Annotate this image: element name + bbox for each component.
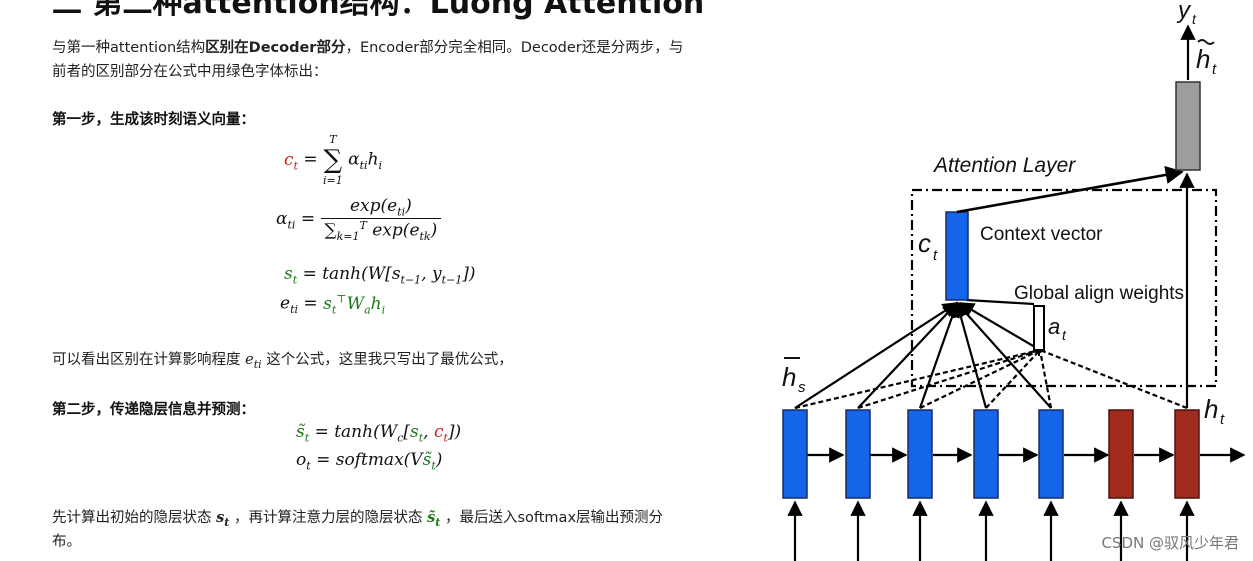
svg-text:c: c (918, 228, 931, 258)
label-ct: c t (918, 228, 938, 264)
attention-layer-label: Attention Layer (932, 154, 1076, 177)
note-text-1: 可以看出区别在计算影响程度 (52, 352, 241, 368)
equation-output: ot = softmax(Vs̃t) (296, 450, 443, 473)
encoder-states (782, 409, 1064, 499)
align-dashed-lines (794, 348, 1188, 410)
svg-text:h: h (782, 362, 796, 392)
note-paragraph: 可以看出区别在计算影响程度 eti 这个公式，这里我只写出了最优公式， (52, 348, 513, 377)
label-ht: h t (1204, 394, 1225, 428)
encoder-state-2 (845, 409, 871, 499)
step2-title: 第二步，传递隐层信息并预测： (52, 402, 255, 418)
equation-attn-hidden: s̃t = tanh(Wc[st, ct]) (296, 422, 462, 445)
final-text-3: ，最后送入softmax层输出预测分 (444, 510, 664, 526)
svg-text:t: t (1062, 327, 1067, 343)
intro-bold: 区别在Decoder部分 (205, 40, 346, 56)
equation-score: eti = st⊤Wahi (280, 292, 386, 317)
equation-context-vector: ct = T ∑ i=1 αtihi (284, 133, 383, 187)
final-paragraph: 先计算出初始的隐层状态 st ，再计算注意力层的隐层状态 s̃t ，最后送入so… (52, 506, 663, 535)
context-vector-bar (945, 211, 969, 301)
svg-text:a: a (1048, 314, 1060, 339)
svg-text:t: t (1220, 411, 1225, 428)
attentional-hidden-bar (1175, 81, 1201, 171)
svg-text:s: s (798, 379, 806, 396)
decoder-states (1108, 409, 1200, 499)
step1-title: 第一步，生成该时刻语义向量： (52, 112, 255, 128)
context-lines (794, 301, 1052, 409)
label-at: a t (1048, 314, 1067, 343)
svg-text:y: y (1176, 0, 1192, 24)
equation-state: st = tanh(W[st−1, yt−1]) (284, 264, 476, 287)
svg-text:t: t (1192, 11, 1197, 27)
svg-text:t: t (1212, 61, 1217, 78)
label-yt: y t (1176, 0, 1197, 27)
note-symbol: eti (245, 352, 262, 371)
final-line-2: 布。 (52, 534, 81, 550)
equation-alpha: αti = exp(eti) ∑k=1T exp(etk) (276, 196, 442, 243)
input-arrows (787, 500, 1195, 561)
intro-line-2: 前者的区别部分在公式中用绿色字体标出： (52, 64, 328, 80)
note-text-2: 这个公式，这里我只写出了最优公式， (266, 352, 513, 368)
global-align-label: Global align weights (1014, 283, 1184, 304)
align-to-context-line (965, 298, 1035, 306)
svg-text:t: t (933, 247, 938, 264)
final-symbol-st: st (216, 509, 230, 529)
luong-attention-diagram: Attention Layer (782, 0, 1246, 561)
final-text-2: ，再计算注意力层的隐层状态 (233, 510, 423, 526)
section-heading: 二 第二种attention结构：Luong Attention (52, 0, 705, 21)
encoder-state-5 (1038, 409, 1064, 499)
align-weights-bar (1033, 305, 1045, 351)
context-vector-label: Context vector (980, 224, 1103, 245)
label-ht-tilde: h t (1196, 39, 1217, 78)
encoder-state-1 (782, 409, 808, 499)
encoder-state-4 (973, 409, 999, 499)
intro-paragraph: 与第一种attention结构区别在Decoder部分，Encoder部分完全相… (52, 36, 683, 60)
encoder-state-3 (907, 409, 933, 499)
decoder-state-1 (1108, 409, 1134, 499)
final-symbol-st-tilde: s̃t (427, 509, 441, 529)
intro-text-1: 与第一种attention结构 (52, 40, 206, 56)
attention-layer-box (910, 188, 1218, 388)
label-hs: h s (782, 357, 806, 396)
intro-text-2: ，Encoder部分完全相同。Decoder还是分两步，与 (345, 40, 684, 56)
svg-text:h: h (1196, 44, 1210, 74)
context-to-output-line (956, 165, 1184, 214)
final-text-1: 先计算出初始的隐层状态 (52, 510, 212, 526)
svg-text:h: h (1204, 394, 1218, 424)
csdn-watermark: CSDN @驭风少年君 (1101, 534, 1239, 552)
decoder-state-2 (1174, 409, 1200, 499)
